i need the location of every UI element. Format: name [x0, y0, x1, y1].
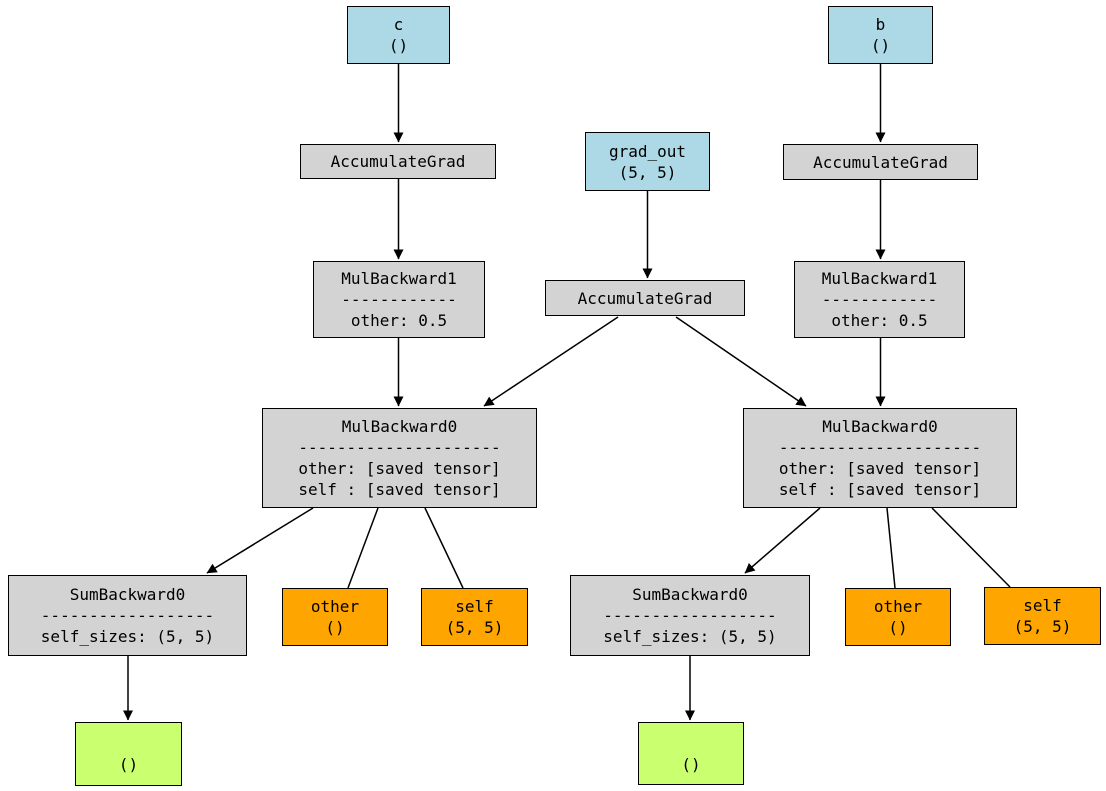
node-sumbackward0-left-line: SumBackward0	[69, 585, 186, 604]
node-saved-other-left-line: ()	[325, 618, 345, 637]
node-saved-self-right-line: self	[1023, 596, 1062, 615]
node-saved-other-right-line: other	[873, 597, 923, 616]
node-output-right-line	[686, 733, 696, 754]
node-tensor-grad-out-line: grad_out	[608, 141, 687, 161]
node-tensor-b: b ()	[828, 6, 933, 64]
node-sumbackward0-right-line: ------------------	[603, 606, 777, 625]
node-mulbackward0-right-line: MulBackward0	[822, 417, 938, 436]
edge-mulbackward0-right--sumbackward0-right	[744, 507, 821, 574]
node-mulbackward0-right-line: self : [saved tensor]	[778, 480, 982, 499]
edge-mulbackward0-right--saved-other-right	[886, 507, 896, 589]
node-sumbackward0-left-line: ------------------	[40, 606, 215, 625]
node-sumbackward0-right-line: self_sizes: (5, 5)	[603, 627, 777, 646]
node-saved-self-left-line: self	[455, 597, 494, 616]
node-saved-self-left-line: (5, 5)	[445, 618, 504, 637]
node-mulbackward1-right-line: other: 0.5	[831, 311, 928, 330]
node-mulbackward1-right-line: ------------	[821, 290, 938, 309]
node-mulbackward0-left-line: ---------------------	[298, 438, 501, 457]
node-saved-other-right-line: ()	[888, 618, 908, 637]
edge-mulbackward0-left--saved-self-left	[424, 507, 464, 589]
node-tensor-grad-out: grad_out(5, 5)	[585, 132, 710, 191]
node-saved-other-right: other ()	[845, 588, 951, 646]
edge-mulbackward0-right--saved-self-right	[931, 507, 1011, 588]
node-mulbackward1-right: MulBackward1 ------------ other: 0.5	[794, 261, 965, 338]
node-saved-other-left-line: other	[310, 597, 360, 616]
node-output-right: ()	[638, 722, 744, 785]
node-output-left-line: ()	[118, 755, 139, 774]
edge-mulbackward0-left--saved-other-left	[347, 507, 379, 589]
node-saved-self-right: self (5, 5)	[984, 587, 1101, 645]
node-output-left-line	[124, 733, 134, 754]
node-mulbackward0-right-line: other: [saved tensor]	[778, 459, 982, 478]
node-output-right-line: ()	[681, 754, 701, 774]
node-mulbackward0-left-line: other: [saved tensor]	[298, 459, 501, 478]
edge-accumulategrad-mid--mulbackward0-right	[675, 316, 807, 407]
node-sumbackward0-right: SumBackward0 ------------------ self_sizes…	[570, 575, 810, 656]
node-sumbackward0-right-line: SumBackward0	[632, 585, 748, 604]
node-mulbackward1-left-line: MulBackward1	[341, 269, 457, 288]
node-sumbackward0-left: SumBackward0 ------------------ self_sizes…	[8, 575, 247, 656]
node-sumbackward0-left-line: self_sizes: (5, 5)	[40, 627, 215, 646]
node-mulbackward1-left-line: other: 0.5	[350, 311, 448, 330]
node-accumulategrad-c-line: AccumulateGrad	[330, 152, 466, 171]
node-accumulategrad-b-line: AccumulateGrad	[813, 152, 948, 172]
node-mulbackward0-right-line: ---------------------	[778, 438, 982, 457]
node-saved-self-left: self (5, 5)	[421, 588, 528, 646]
node-accumulategrad-c: AccumulateGrad	[300, 144, 496, 179]
node-mulbackward1-right-line: MulBackward1	[821, 269, 938, 288]
node-accumulategrad-mid: AccumulateGrad	[545, 280, 745, 316]
edge-mulbackward0-left--sumbackward0-left	[206, 507, 314, 574]
node-mulbackward0-left-line: MulBackward0	[341, 417, 458, 436]
node-tensor-b-line: ()	[870, 36, 891, 55]
node-accumulategrad-mid-line: AccumulateGrad	[577, 288, 713, 308]
node-mulbackward0-left-line: self : [saved tensor]	[298, 480, 501, 499]
node-tensor-b-line: b	[875, 15, 886, 34]
node-tensor-c-line: c	[393, 15, 404, 34]
node-mulbackward0-left: MulBackward0 --------------------- other: …	[262, 408, 537, 508]
node-output-left: ()	[75, 722, 182, 786]
node-mulbackward1-left-line: ------------	[341, 290, 457, 309]
node-tensor-c-line: ()	[388, 36, 409, 55]
node-mulbackward1-left: MulBackward1 ------------ other: 0.5	[313, 261, 485, 338]
node-tensor-c: c ()	[347, 6, 450, 64]
node-mulbackward0-right: MulBackward0 --------------------- other: …	[743, 408, 1017, 508]
edge-accumulategrad-mid--mulbackward0-left	[483, 316, 619, 407]
node-saved-self-right-line: (5, 5)	[1013, 617, 1072, 636]
node-accumulategrad-b: AccumulateGrad	[783, 144, 978, 180]
node-tensor-grad-out-line: (5, 5)	[618, 162, 677, 182]
node-saved-other-left: other ()	[282, 588, 388, 646]
